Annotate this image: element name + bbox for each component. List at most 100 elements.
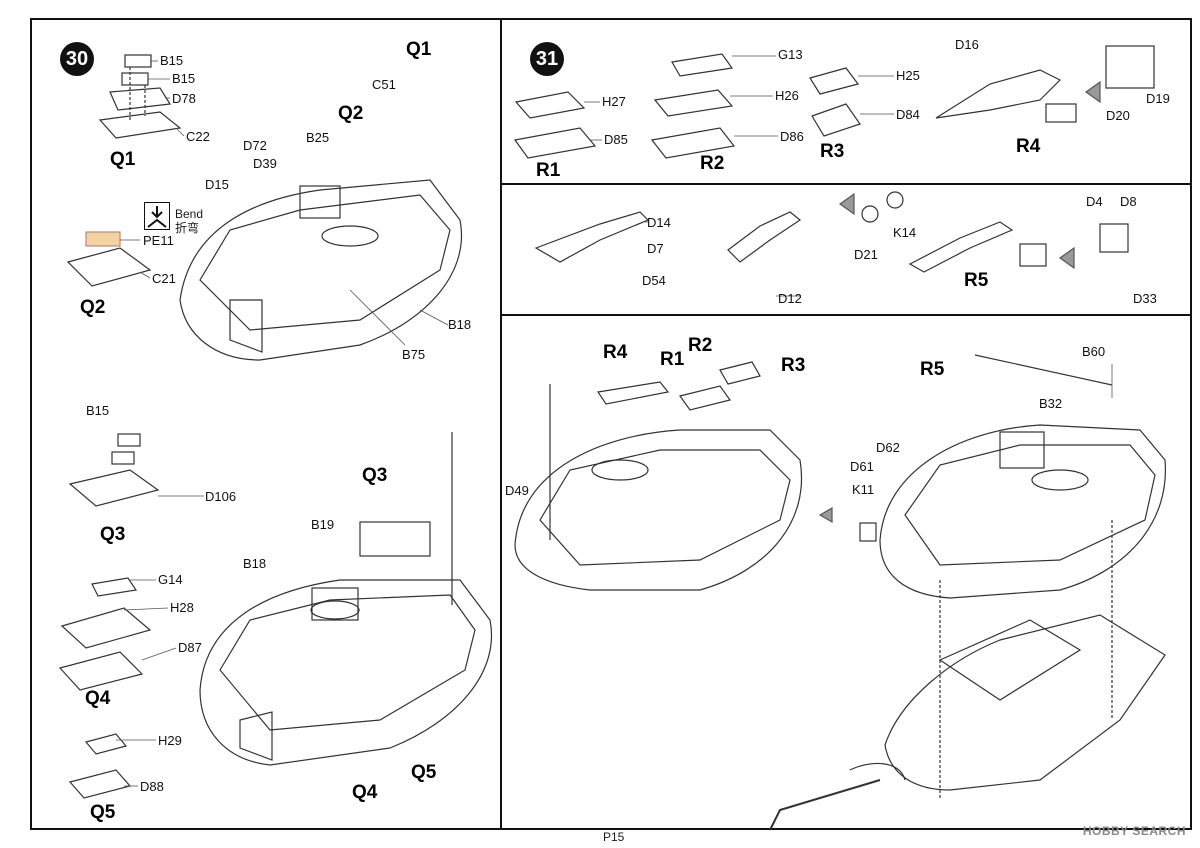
label-d15: D15: [205, 177, 229, 192]
label-d33: D33: [1133, 291, 1157, 306]
label-d16: D16: [955, 37, 979, 52]
q1-part-b15a: [124, 54, 152, 68]
label-b18: B18: [243, 556, 267, 571]
label-d54: D54: [642, 273, 666, 288]
r4-row-divider: [500, 183, 1192, 185]
label-d86: D86: [780, 129, 804, 144]
label-b25: B25: [306, 130, 330, 145]
r4-arrow: [1084, 80, 1101, 104]
step-31-panel: [500, 18, 1192, 830]
label-h25: H25: [896, 68, 920, 83]
label-b15: B15: [86, 403, 110, 418]
label-d84: D84: [896, 107, 920, 122]
bend-icon: [144, 202, 170, 230]
callout-r5: R5: [920, 359, 945, 380]
r5-arrow-2: [1058, 246, 1075, 270]
turret-step31-right: [879, 424, 1167, 599]
callout-r2: R2: [688, 335, 713, 356]
label-d4: D4: [1086, 194, 1103, 209]
label-b75: B75: [402, 347, 426, 362]
label-k14: K14: [893, 225, 917, 240]
subassembly-q5-title: Q5: [90, 802, 116, 823]
label-d61: D61: [850, 459, 874, 474]
label-b15: B15: [160, 53, 184, 68]
callout-r3: R3: [781, 355, 806, 376]
label-d106: D106: [205, 489, 237, 504]
subassembly-r2-title: R2: [700, 153, 725, 174]
turret-step31-left: [514, 429, 802, 591]
label-d49: D49: [505, 483, 529, 498]
step31-arrow: [818, 506, 833, 524]
label-c21: C21: [152, 271, 176, 286]
label-d87: D87: [178, 640, 202, 655]
q4-part-h28: [60, 607, 152, 649]
label-d8: D8: [1120, 194, 1137, 209]
label-h27: H27: [602, 94, 626, 109]
label-d85: D85: [604, 132, 628, 147]
label-d7: D7: [647, 241, 664, 256]
q2-part-pe11: [85, 231, 121, 247]
label-b18: B18: [448, 317, 472, 332]
r4-machine-gun: [935, 69, 1062, 119]
label-d12: D12: [778, 291, 802, 306]
label-b60: B60: [1082, 344, 1106, 359]
label-pe11: PE11: [143, 233, 174, 248]
label-d72: D72: [243, 138, 267, 153]
q3-part-d106: [68, 469, 160, 507]
callout-r4: R4: [603, 342, 628, 363]
step-30-badge: 30: [60, 42, 94, 76]
q1-part-b15b: [121, 72, 149, 86]
label-d14: D14: [647, 215, 671, 230]
label-d19: D19: [1146, 91, 1170, 106]
subassembly-r3-title: R3: [820, 141, 845, 162]
label-h26: H26: [775, 88, 799, 103]
subassembly-q1-title: Q1: [110, 149, 136, 170]
q2-part-c21: [66, 247, 152, 287]
label-g14: G14: [158, 572, 183, 587]
callout-q1: Q1: [406, 39, 432, 60]
r5-gun-a: [534, 211, 650, 263]
page-number: P15: [603, 830, 625, 844]
label-c51: C51: [372, 77, 396, 92]
r5-arrow-1: [838, 192, 855, 216]
q5-part-d88: [68, 769, 132, 799]
hull-lower: [884, 614, 1166, 791]
r5-gun-b: [727, 211, 802, 263]
label-d78: D78: [172, 91, 196, 106]
label-h29: H29: [158, 733, 182, 748]
label-c22: C22: [186, 129, 210, 144]
label-d21: D21: [854, 247, 878, 262]
label-d39: D39: [253, 156, 277, 171]
bend-label-zh: 折弯: [175, 221, 200, 235]
q1-part-c22: [98, 111, 182, 139]
label-d62: D62: [876, 440, 900, 455]
label-k11: K11: [852, 482, 875, 497]
q4-part-d87: [58, 651, 144, 691]
subassembly-q3-title: Q3: [100, 524, 126, 545]
q5-part-h29: [84, 733, 128, 755]
label-g13: G13: [778, 47, 803, 62]
subassembly-r5-title: R5: [964, 270, 989, 291]
callout-q2: Q2: [338, 103, 364, 124]
label-b15: B15: [172, 71, 196, 86]
r5-row-divider: [500, 314, 1192, 316]
callout-q5: Q5: [411, 762, 437, 783]
callout-r1: R1: [660, 349, 685, 370]
step-31-badge: 31: [530, 42, 564, 76]
label-d20: D20: [1106, 108, 1130, 123]
turret-step30-top: [179, 179, 462, 361]
label-h28: H28: [170, 600, 194, 615]
callout-q3: Q3: [362, 465, 388, 486]
turret-step30-bottom: [199, 579, 492, 766]
subassembly-r4-title: R4: [1016, 136, 1041, 157]
q4-part-g14: [91, 577, 138, 597]
subassembly-q2-title: Q2: [80, 297, 106, 318]
subassembly-r1-title: R1: [536, 160, 561, 181]
label-b32: B32: [1039, 396, 1063, 411]
q1-part-d78: [109, 87, 172, 111]
bend-label: Bend: [175, 207, 204, 221]
callout-q4: Q4: [352, 782, 378, 803]
r5-gun-c: [908, 221, 1014, 273]
subassembly-q4-title: Q4: [85, 688, 111, 709]
